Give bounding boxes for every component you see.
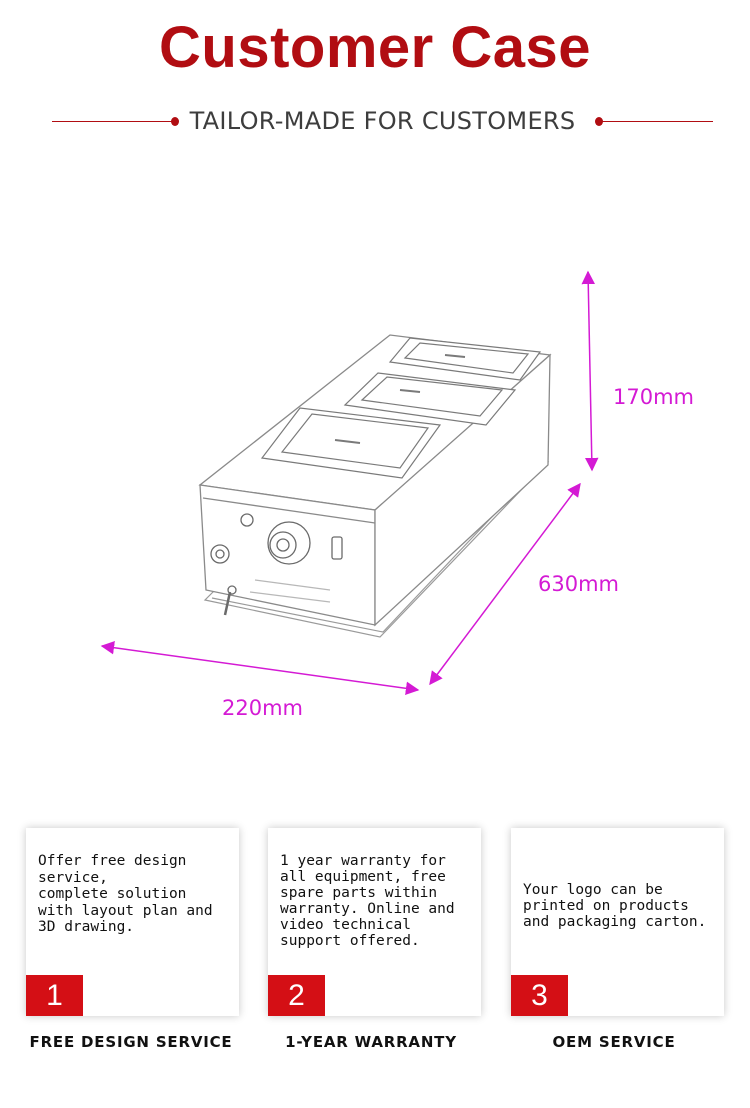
- service-caption-warranty: 1-YEAR WARRANTY: [285, 1033, 457, 1051]
- service-card-warranty: 1 year warranty for all equipment, free …: [268, 828, 481, 1016]
- service-card-design: Offer free design service, complete solu…: [26, 828, 239, 1016]
- service-card-oem: Your logo can be printed on products and…: [511, 828, 724, 1016]
- width-label: 220mm: [222, 696, 303, 720]
- divider-dot-left: [171, 117, 179, 126]
- page-subtitle: TAILOR-MADE FOR CUSTOMERS: [189, 107, 576, 135]
- service-card-text: Offer free design service, complete solu…: [38, 853, 213, 935]
- control-panel: [210, 513, 343, 616]
- width-arrow: [100, 640, 420, 696]
- subtitle-row: TAILOR-MADE FOR CUSTOMERS: [0, 104, 750, 138]
- service-caption-oem: OEM SERVICE: [552, 1033, 676, 1051]
- service-number-badge: 3: [511, 975, 568, 1016]
- divider-dot-right: [595, 117, 603, 126]
- service-card-text: 1 year warranty for all equipment, free …: [280, 853, 455, 949]
- service-card-text: Your logo can be printed on products and…: [523, 882, 707, 930]
- page-title: Customer Case: [159, 15, 591, 80]
- length-label: 630mm: [538, 572, 619, 596]
- length-arrow: [429, 482, 581, 686]
- height-label: 170mm: [613, 385, 694, 409]
- divider-left: [52, 121, 174, 122]
- food-pans: [260, 337, 542, 479]
- height-arrow: [581, 270, 599, 472]
- product-dimension-diagram: 170mm 630mm 220mm: [0, 240, 750, 740]
- dimension-arrows: [100, 270, 599, 696]
- divider-right: [600, 121, 713, 122]
- service-caption-design: FREE DESIGN SERVICE: [29, 1033, 233, 1051]
- service-number-badge: 1: [26, 975, 83, 1016]
- service-number-badge: 2: [268, 975, 325, 1016]
- product-sketch: [100, 270, 599, 696]
